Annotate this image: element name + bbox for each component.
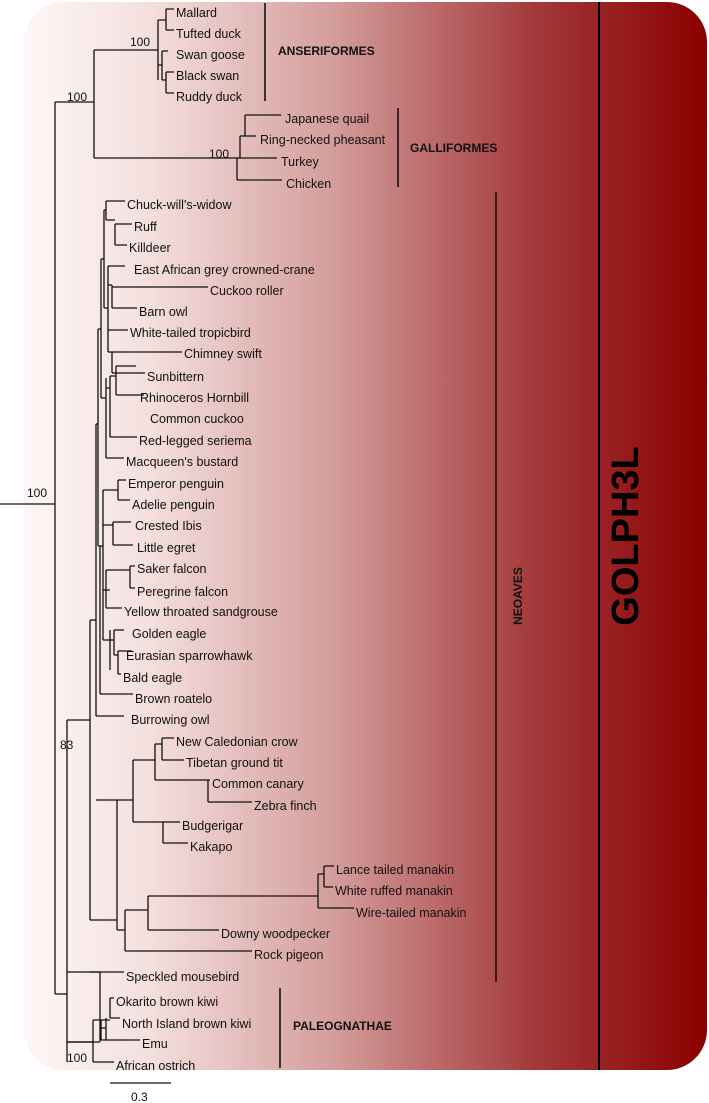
taxon-label: Killdeer [129, 241, 171, 255]
taxon-label: Adelie penguin [132, 498, 215, 512]
taxon-label: Okarito brown kiwi [116, 995, 218, 1009]
taxon-label: Kakapo [190, 840, 232, 854]
taxon-label: Speckled mousebird [126, 970, 239, 984]
taxon-label: Rock pigeon [254, 948, 324, 962]
taxon-label: Chicken [286, 177, 331, 191]
scale-bar-label: 0.3 [131, 1090, 148, 1103]
taxon-label: Common canary [212, 777, 304, 791]
taxon-label: Budgerigar [182, 819, 243, 833]
taxon-label: Red-legged seriema [139, 434, 252, 448]
taxon-label: Chimney swift [184, 347, 262, 361]
taxon-label: Cuckoo roller [210, 284, 284, 298]
taxon-label: Lance tailed manakin [336, 863, 454, 877]
taxon-label: East African grey crowned-crane [134, 263, 315, 277]
taxon-label: Eurasian sparrowhawk [126, 649, 253, 663]
taxon-label: Ring-necked pheasant [260, 133, 386, 147]
support-value: 100 [27, 486, 47, 500]
support-value: 100 [67, 90, 87, 104]
taxon-label: Swan goose [176, 48, 245, 62]
taxon-label: Emperor penguin [128, 477, 224, 491]
support-value: 83 [60, 738, 74, 752]
taxon-label: Mallard [176, 6, 217, 20]
taxon-label: Emu [142, 1037, 168, 1051]
clade-label-neoaves: NEOAVES [511, 567, 525, 625]
taxon-label: Brown roatelo [135, 692, 212, 706]
taxon-label: Sunbittern [147, 370, 204, 384]
taxon-label: White-tailed tropicbird [130, 326, 251, 340]
taxon-label: Burrowing owl [131, 713, 210, 727]
tree-branches [0, 8, 354, 1063]
taxon-label: Barn owl [139, 305, 188, 319]
taxon-label: Wire-tailed manakin [356, 906, 467, 920]
taxon-label: New Caledonian crow [176, 735, 299, 749]
clade-label-galliformes: GALLIFORMES [410, 141, 497, 155]
taxon-label: Ruddy duck [176, 90, 243, 104]
taxon-label: Yellow throated sandgrouse [124, 605, 278, 619]
clade-bars [264, 3, 497, 1068]
taxon-label: Turkey [281, 155, 319, 169]
taxon-label: Macqueen's bustard [126, 455, 238, 469]
taxon-label: Ruff [134, 220, 157, 234]
taxon-label: African ostrich [116, 1059, 195, 1073]
taxon-label: Peregrine falcon [137, 585, 228, 599]
gene-title: GOLPH3L [605, 446, 647, 625]
taxon-label: Downy woodpecker [221, 927, 330, 941]
taxon-label: Black swan [176, 69, 239, 83]
support-value: 100 [209, 147, 229, 161]
taxon-label: White ruffed manakin [335, 884, 453, 898]
taxon-label: Saker falcon [137, 562, 207, 576]
taxon-label: Rhinoceros Hornbill [140, 391, 249, 405]
taxon-label: Tufted duck [176, 27, 242, 41]
taxon-label: Common cuckoo [150, 412, 244, 426]
taxon-label: North Island brown kiwi [122, 1017, 251, 1031]
taxon-label: Golden eagle [132, 627, 206, 641]
support-value: 100 [67, 1051, 87, 1065]
taxon-label: Bald eagle [123, 671, 182, 685]
support-value: 100 [130, 35, 150, 49]
taxon-label: Little egret [137, 541, 196, 555]
taxon-label: Zebra finch [254, 799, 317, 813]
taxon-label: Tibetan ground tit [186, 756, 283, 770]
gradient-background [24, 2, 707, 1070]
taxon-label: Chuck-will's-widow [127, 198, 232, 212]
clade-label-anseriformes: ANSERIFORMES [278, 44, 375, 58]
clade-label-paleognathae: PALEOGNATHAE [293, 1019, 392, 1033]
taxon-label: Japanese quail [285, 112, 369, 126]
taxon-label: Crested Ibis [135, 519, 202, 533]
